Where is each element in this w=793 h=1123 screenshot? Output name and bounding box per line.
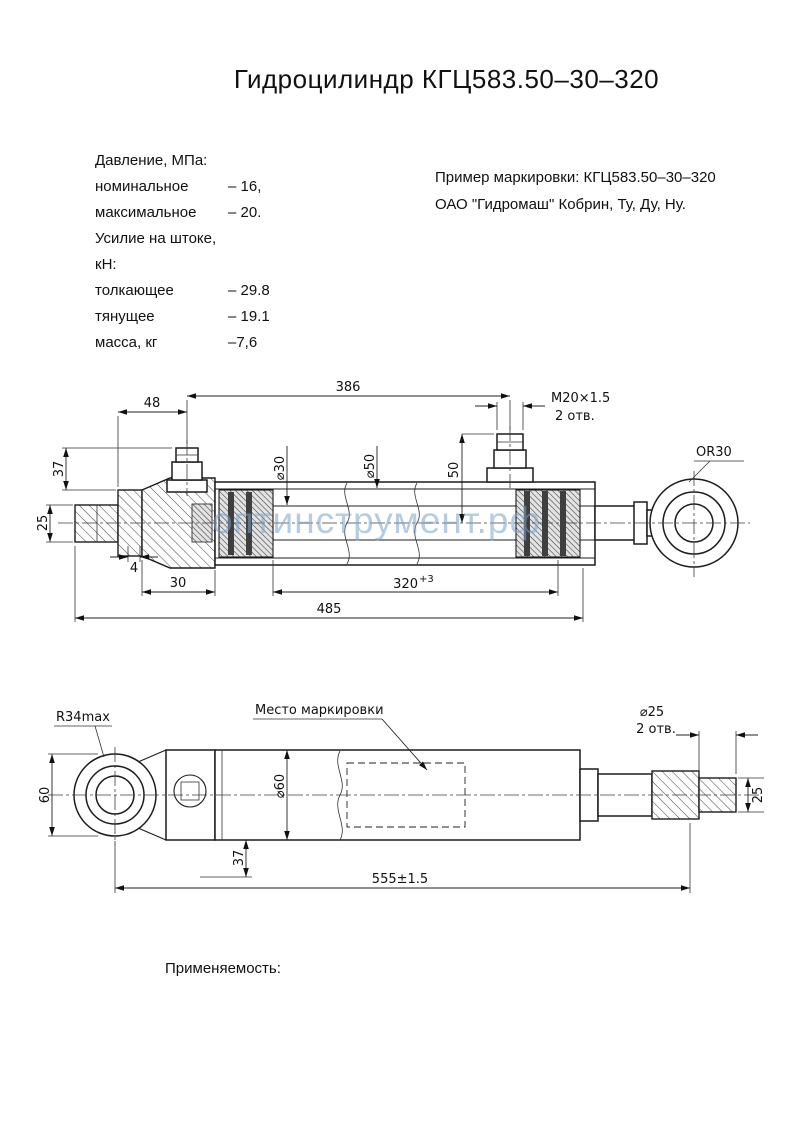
top-section-view-drawing: 386 48 M20×1.5 2 отв. 37 25 4 30 320 +3 … bbox=[36, 380, 750, 622]
dim-48: 48 bbox=[144, 396, 161, 411]
manufacturer-line: ОАО "Гидромаш" Кобрин, Ту, Ду, Ну. bbox=[435, 196, 686, 213]
dim-485: 485 bbox=[317, 602, 342, 617]
spec-value: – 20. bbox=[228, 204, 262, 221]
dim-50: 50 bbox=[447, 462, 462, 479]
spec-label: номинальное bbox=[95, 178, 189, 195]
dim-37: 37 bbox=[232, 850, 247, 867]
bottom-external-view-drawing: R34max 60 37 ⌀60 Место маркировки ⌀25 2 … bbox=[38, 703, 766, 893]
centerlines bbox=[58, 426, 750, 577]
dim-dia25: ⌀25 bbox=[640, 705, 664, 720]
dim-320-tolerance: +3 bbox=[419, 574, 434, 585]
spec-row: масса, кг –7,6 bbox=[95, 330, 270, 356]
dimension-lines bbox=[48, 718, 764, 893]
dimension-texts: 386 48 M20×1.5 2 отв. 37 25 4 30 320 +3 … bbox=[36, 380, 732, 617]
dim-30: 30 bbox=[170, 576, 187, 591]
dim-386: 386 bbox=[336, 380, 361, 395]
spec-label: тянущее bbox=[95, 308, 155, 325]
piston-assembly bbox=[515, 489, 581, 558]
specs-block: Давление, МПа: номинальное – 16, максима… bbox=[95, 148, 270, 356]
spec-row: максимальное – 20. bbox=[95, 200, 270, 226]
dim-dia50: ⌀50 bbox=[363, 454, 378, 478]
dim-25: 25 bbox=[36, 515, 51, 532]
dim-r34max: R34max bbox=[56, 710, 110, 725]
dim-thread-holes: 2 отв. bbox=[555, 409, 595, 424]
dim-or30: OR30 bbox=[696, 445, 732, 460]
rod-end-stub bbox=[74, 504, 119, 543]
spec-row: Давление, МПа: bbox=[95, 148, 270, 174]
dim-dia30: ⌀30 bbox=[273, 456, 288, 480]
spec-label: масса, кг bbox=[95, 334, 158, 351]
spec-label: максимальное bbox=[95, 204, 197, 221]
spec-row: тянущее – 19.1 bbox=[95, 304, 270, 330]
marking-block: Пример маркировки: КГЦ583.50–30–320 ОАО … bbox=[435, 164, 716, 218]
spec-label: толкающее bbox=[95, 282, 174, 299]
dimension-lines bbox=[46, 393, 744, 622]
spec-value: – 16, bbox=[228, 178, 262, 195]
spec-label: Усилие на штоке, кН: bbox=[95, 230, 217, 273]
port-boss bbox=[173, 774, 207, 808]
page-title: Гидроцилиндр КГЦ583.50–30–320 bbox=[233, 64, 660, 94]
dim-dia25-holes: 2 отв. bbox=[636, 722, 676, 737]
dim-37: 37 bbox=[52, 461, 67, 478]
marking-example-line: Пример маркировки: КГЦ583.50–30–320 bbox=[435, 169, 716, 186]
dim-60: 60 bbox=[38, 787, 53, 804]
dim-dia60: ⌀60 bbox=[273, 774, 288, 798]
centerlines bbox=[48, 747, 762, 845]
spec-value: –7,6 bbox=[228, 334, 258, 351]
gland-assembly bbox=[218, 489, 274, 558]
dim-4: 4 bbox=[130, 561, 138, 576]
break-line bbox=[414, 482, 420, 565]
dim-25: 25 bbox=[751, 787, 766, 804]
spec-value: – 19.1 bbox=[228, 308, 270, 325]
spec-row: толкающее – 29.8 bbox=[95, 278, 270, 304]
spec-label: Давление, МПа: bbox=[95, 152, 208, 169]
spec-row: номинальное – 16, bbox=[95, 174, 270, 200]
spec-row: Усилие на штоке, кН: bbox=[95, 226, 270, 278]
spec-value: – 29.8 bbox=[228, 282, 270, 299]
dim-thread: M20×1.5 bbox=[551, 391, 610, 406]
applicability-label: Применяемость: bbox=[165, 960, 281, 977]
marking-place-label: Место маркировки bbox=[255, 703, 384, 718]
dimension-texts: R34max 60 37 ⌀60 Место маркировки ⌀25 2 … bbox=[38, 703, 766, 887]
dim-555: 555±1.5 bbox=[372, 872, 428, 887]
dim-320: 320 bbox=[393, 577, 418, 592]
